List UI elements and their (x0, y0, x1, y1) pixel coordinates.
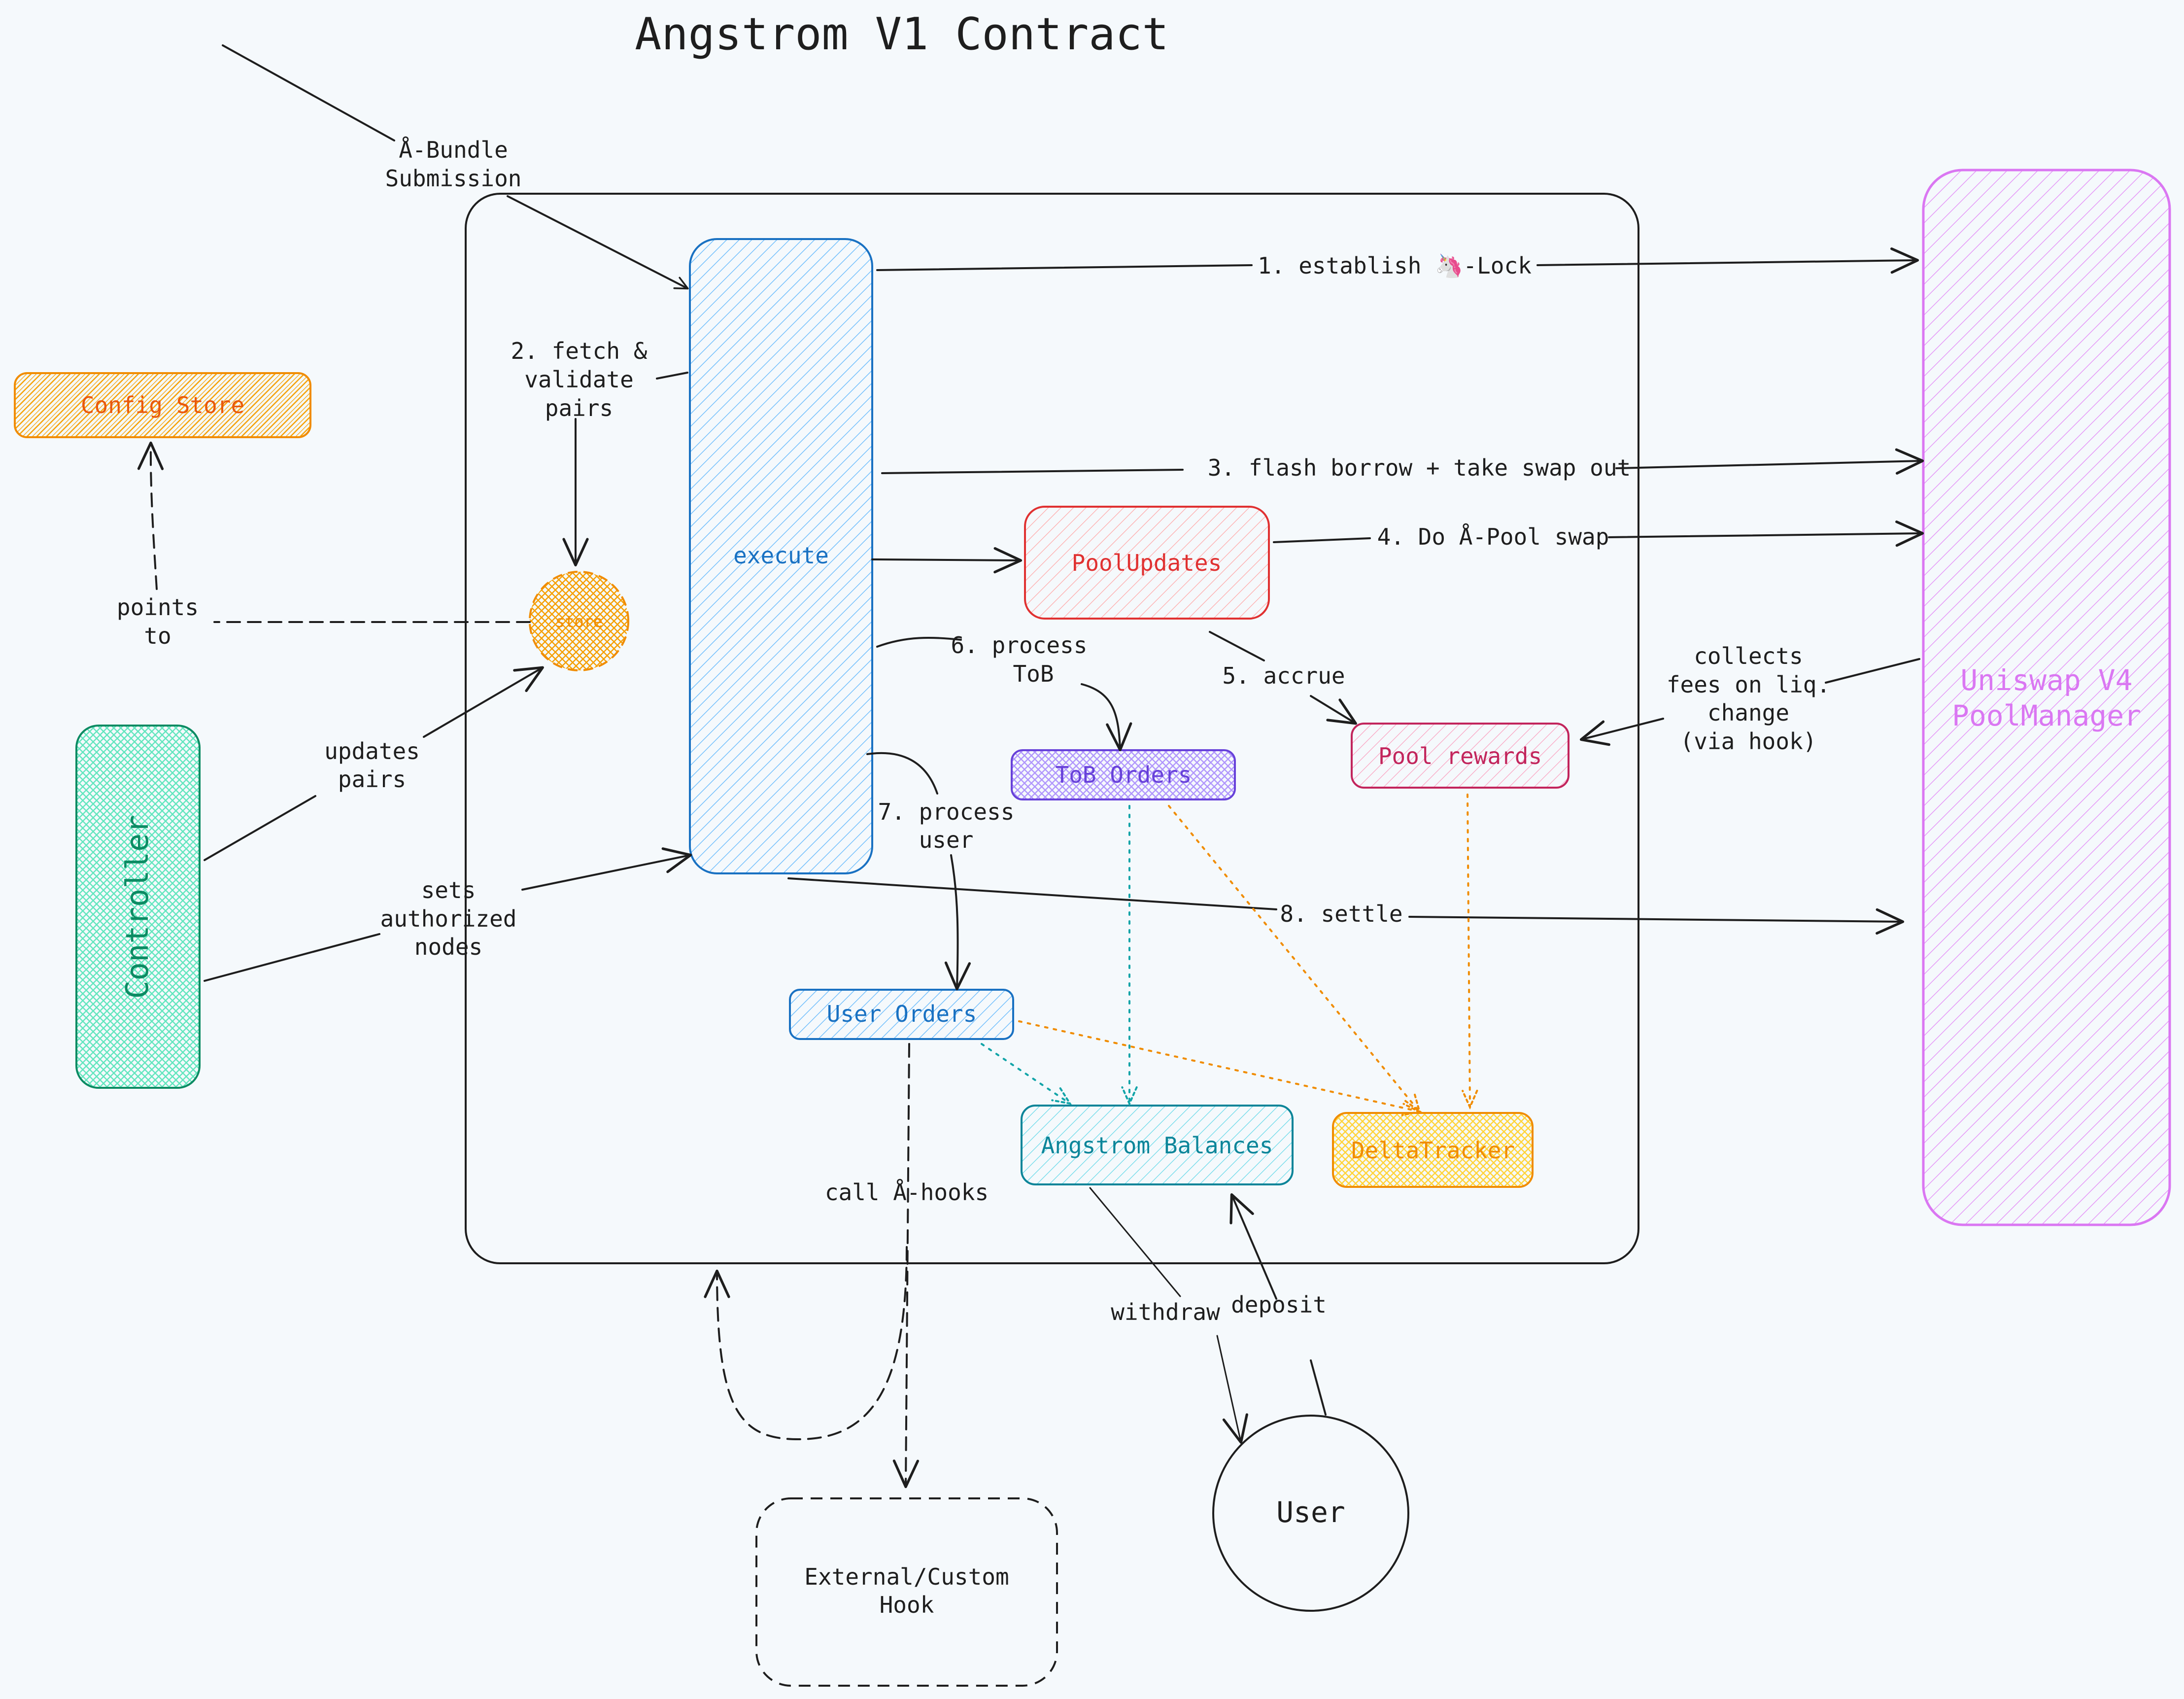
pool-updates-node: PoolUpdates (1024, 506, 1270, 620)
execute-to-poolupdates-arrow (871, 547, 1023, 574)
points-to-label-line2: to (144, 623, 171, 649)
config-store-label: Config Store (81, 392, 244, 418)
accrue-label: 5. accrue (1222, 662, 1345, 689)
settle-label: 8. settle (1280, 901, 1402, 927)
collects-fees-label-line4: (via hook) (1680, 728, 1817, 755)
user-orders-node: User Orders (789, 989, 1014, 1040)
process-user-arrow (944, 854, 971, 991)
rewards-to-deltatracker-flow (1467, 794, 1470, 1107)
delta-tracker-label: DeltaTracker (1351, 1137, 1515, 1164)
store-label: store (555, 612, 603, 631)
pool-updates-label: PoolUpdates (1072, 550, 1222, 576)
accrue-arrow (1310, 695, 1357, 725)
user-label: User (1276, 1495, 1345, 1529)
sets-authorized-nodes-arrow (204, 855, 690, 982)
external-hook-label-line2: Hook (880, 1592, 934, 1618)
hook-return-arrow (704, 1246, 908, 1440)
fetch-validate-label-line3: pairs (545, 395, 613, 421)
controller-node: Controller (75, 725, 201, 1089)
sets-nodes-label-line1: sets (421, 877, 476, 903)
call-hooks-arrow (892, 1043, 920, 1489)
process-tob-label-line2: ToB (1013, 660, 1054, 687)
points-to-arrow (137, 441, 164, 590)
user-orders-label: User Orders (827, 1001, 977, 1027)
angstrom-balances-node: Angstrom Balances (1021, 1105, 1294, 1185)
bundle-submission-label-line2: Submission (385, 165, 522, 192)
execute-label: execute (733, 542, 829, 569)
withdraw-arrow (1089, 1187, 1241, 1442)
deposit-arrow (1232, 1195, 1327, 1416)
bundle-submission-arrow (222, 44, 687, 288)
diagram-title: Angstrom V1 Contract (635, 8, 1169, 60)
controller-label: Controller (119, 815, 155, 999)
execute-node: execute (689, 238, 873, 874)
collects-fees-arrow (1579, 718, 1664, 746)
tob-orders-node: ToB Orders (1011, 749, 1236, 800)
store-node: store (529, 571, 629, 671)
collects-fees-label-line2: fees on liq. (1667, 671, 1830, 698)
accrue-line (1209, 631, 1265, 661)
settle-arrow (787, 877, 1902, 922)
uniswap-label-line2: PoolManager (1952, 699, 2141, 732)
withdraw-label: withdraw (1111, 1299, 1220, 1325)
pool-rewards-node: Pool rewards (1351, 723, 1570, 789)
angstrom-balances-label: Angstrom Balances (1041, 1132, 1273, 1159)
tob-to-deltatracker-flow (1168, 805, 1419, 1111)
fetch-validate-line (656, 372, 688, 380)
collects-fees-line (1825, 658, 1920, 684)
pool-swap-label: 4. Do Å-Pool swap (1377, 523, 1609, 550)
sets-nodes-label-line2: authorized (380, 905, 517, 932)
establish-lock-label: 1. establish 🦄-Lock (1258, 252, 1532, 279)
uniswap-label-line1: Uniswap V4 (1960, 663, 2132, 697)
user-node: User (1212, 1415, 1409, 1612)
establish-lock-arrow (876, 260, 1917, 270)
user-orders-to-balances-flow (981, 1043, 1069, 1103)
external-hook-node: External/Custom Hook (755, 1497, 1058, 1687)
process-tob-label-line1: 6. process (951, 632, 1088, 659)
pool-swap-arrow (1273, 533, 1922, 542)
process-user-label-line2: user (919, 827, 974, 853)
collects-fees-label-line3: change (1707, 699, 1789, 726)
fetch-validate-label-line1: 2. fetch & (511, 338, 648, 364)
tob-orders-label: ToB Orders (1056, 762, 1192, 788)
sets-nodes-label-line3: nodes (414, 934, 482, 960)
fetch-validate-label-line2: validate (524, 366, 634, 393)
delta-tracker-node: DeltaTracker (1332, 1112, 1534, 1188)
points-to-label-line1: points (117, 594, 199, 621)
updates-pairs-label-line1: updates (324, 738, 420, 764)
process-user-line (866, 752, 938, 795)
updates-pairs-arrow (204, 668, 542, 861)
pool-rewards-label: Pool rewards (1378, 743, 1542, 769)
flash-borrow-arrow (881, 461, 1922, 473)
external-hook-label-line1: External/Custom (804, 1563, 1009, 1590)
deposit-label: deposit (1231, 1291, 1327, 1318)
contract-boundary (465, 193, 1639, 1264)
call-hooks-label: call Å-hooks (825, 1179, 989, 1206)
config-store-node: Config Store (14, 372, 311, 438)
bundle-submission-label-line1: Å-Bundle (399, 137, 508, 163)
flash-borrow-label: 3. flash borrow + take swap out (1208, 454, 1631, 481)
process-tob-line (876, 637, 962, 648)
process-user-label-line1: 7. process (878, 798, 1015, 825)
uniswap-pool-manager-node: Uniswap V4 PoolManager (1922, 169, 2171, 1226)
collects-fees-label-line1: collects (1694, 643, 1803, 669)
updates-pairs-label-line2: pairs (338, 766, 406, 793)
process-tob-arrow (1081, 683, 1132, 752)
user-orders-to-deltatracker-flow (1018, 1020, 1419, 1111)
